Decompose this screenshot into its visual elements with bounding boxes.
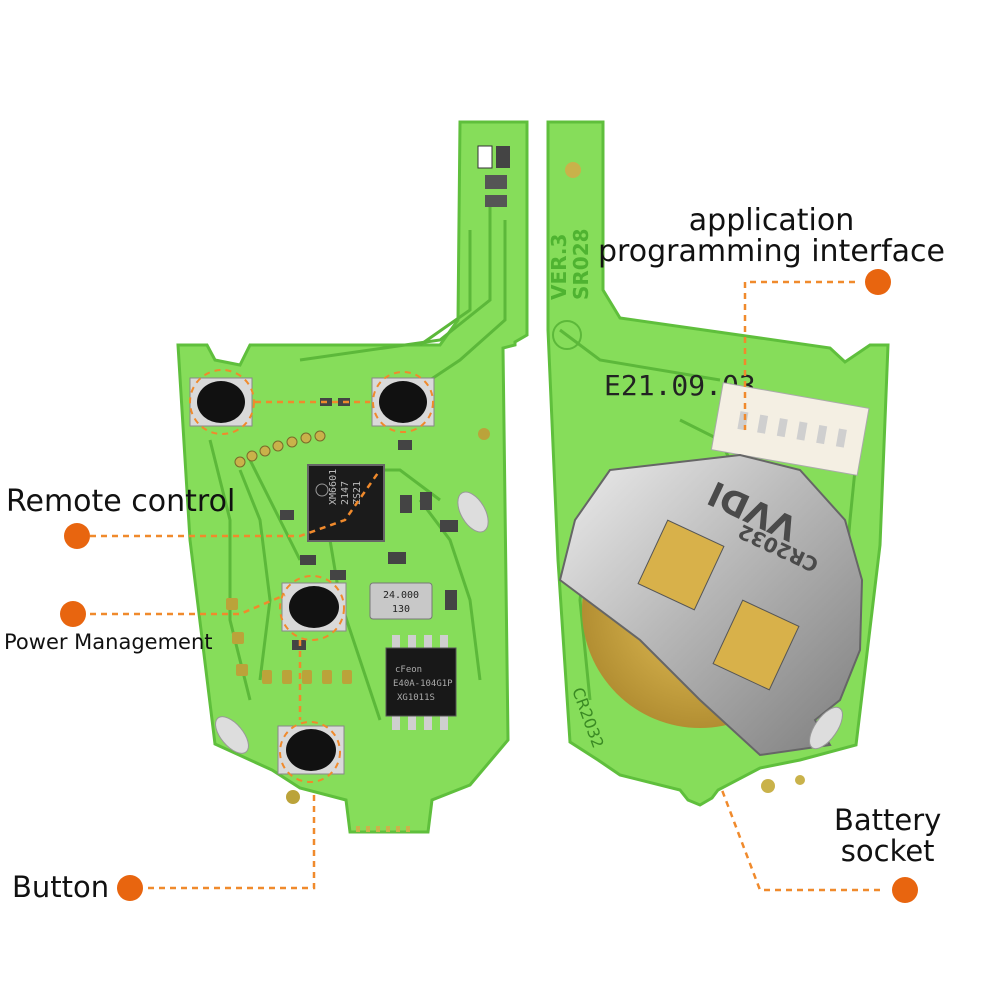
leader-button [148,790,316,890]
leader-power-management [90,593,286,616]
leader-api [743,280,855,430]
back-pcb: VER.3 SR028 E21.09.03 CR2032 VVDI CR2032 [546,120,890,807]
metal-clip [457,491,489,533]
remote-control-chip: XM6601 2147 ZS21 [307,464,385,542]
smd-component [485,175,507,189]
callout-dot-button [117,875,143,901]
svg-text:XG1011S: XG1011S [397,693,435,703]
smd-component [485,195,507,207]
power-management-label: Power Management [4,630,213,654]
button-label: Button [12,870,110,904]
battery-socket-label: Battery socket [834,805,941,867]
api-label-line2: programming interface [598,234,946,269]
svg-text:24.000: 24.000 [383,590,419,601]
svg-text:E40A-104G1P: E40A-104G1P [393,679,453,689]
via-pad [565,162,581,178]
tact-button-middle [281,582,347,632]
logo-mark [552,320,582,350]
resistor-component [496,146,510,168]
remote-control-label: Remote control [6,484,236,519]
eeprom-chip: cFeon E40A-104G1P XG1011S [385,635,457,730]
svg-text:2147: 2147 [340,481,351,505]
highlight-rings [189,369,434,783]
battery-holder: VVDI CR2032 [558,453,864,757]
api-label: application programming interface [598,205,945,267]
svg-text:ZS21: ZS21 [352,481,363,505]
tact-button-top-left [189,377,253,427]
svg-text:SR028: SR028 [569,228,593,300]
callout-dot-battery-socket [892,877,918,903]
battery-label-line2: socket [840,834,935,868]
svg-text:VER.3: VER.3 [547,234,571,300]
svg-text:cFeon: cFeon [395,665,422,675]
callout-dot-power-management [60,601,86,627]
battery-label-line1: Battery [834,803,942,837]
leader-battery-socket [720,789,880,892]
api-label-line1: application [688,203,855,238]
leader-remote-control [90,469,382,538]
metal-clip [215,716,249,754]
solder-pads [226,428,490,804]
svg-text:130: 130 [392,604,410,615]
back-pads [761,775,805,793]
led-component [477,145,493,169]
leader-lines [90,280,880,892]
metal-clip [809,706,843,750]
edge-teeth [356,826,410,832]
callout-dot-api [865,269,891,295]
front-pcb: XM6601 2147 ZS21 24.000 130 [176,120,529,834]
tact-button-top-right [371,377,435,427]
callout-dots [60,269,918,903]
svg-text:XM6601: XM6601 [328,469,339,505]
programming-connector [710,382,870,476]
crystal-oscillator: 24.000 130 [369,582,433,620]
via-row [234,430,326,468]
callout-dot-remote-control [64,523,90,549]
